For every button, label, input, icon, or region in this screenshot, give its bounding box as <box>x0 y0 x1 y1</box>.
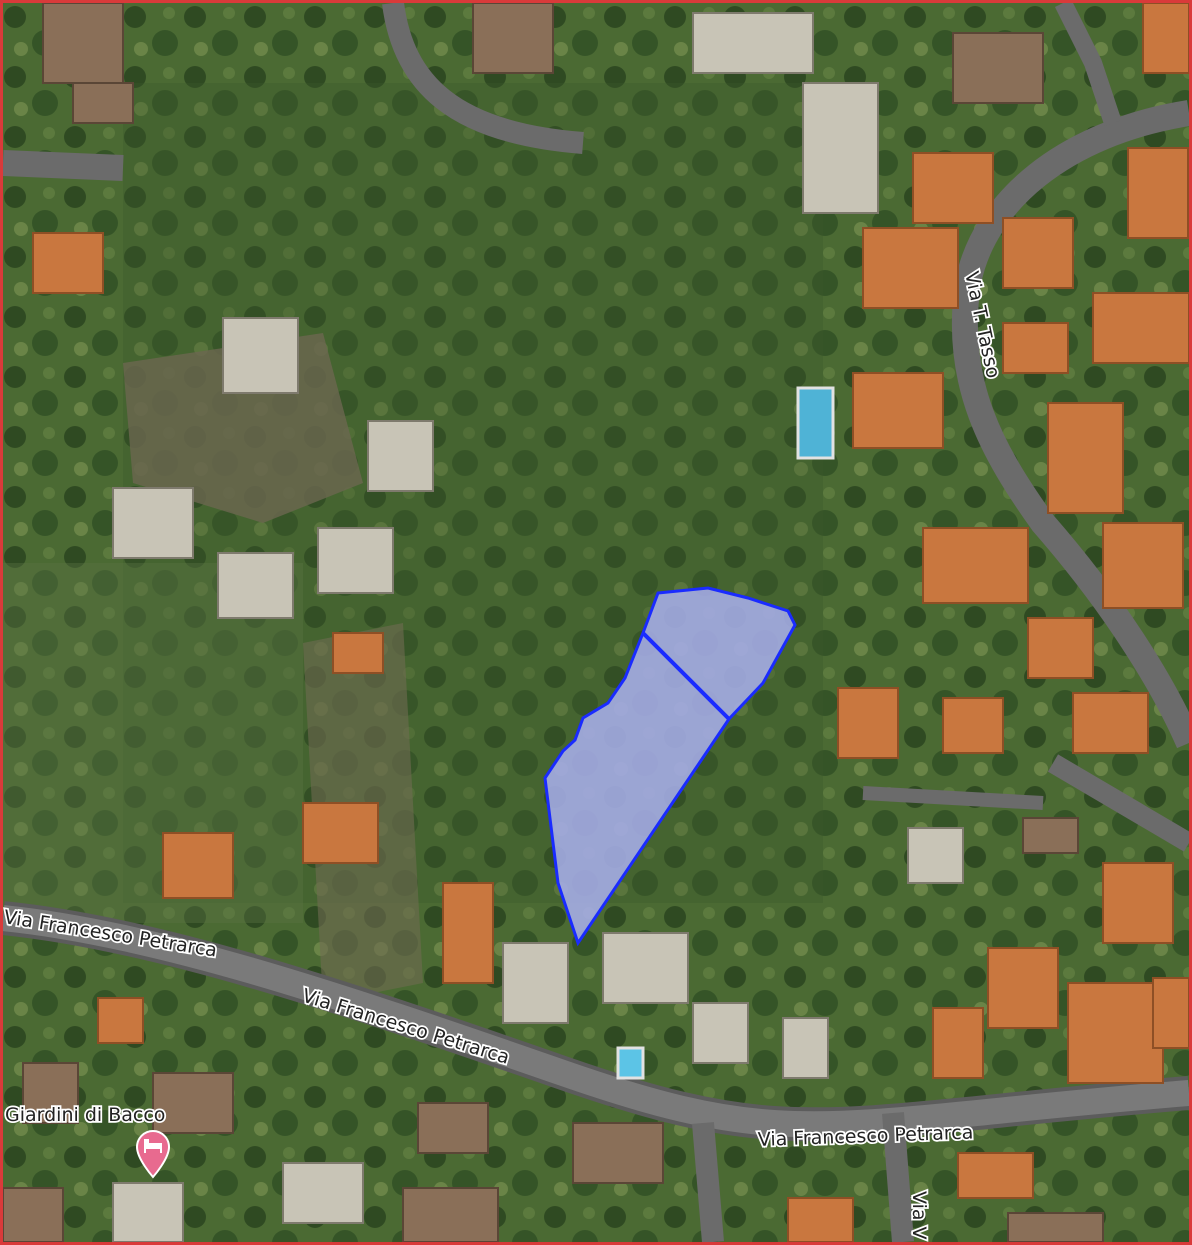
satellite-map[interactable]: Via Francesco Petrarca Via Francesco Pet… <box>3 3 1189 1242</box>
hotel-bed-icon[interactable] <box>135 1129 171 1179</box>
road-cul-de-sac <box>382 3 584 154</box>
road-via-v <box>882 1112 914 1242</box>
road-south <box>692 1122 724 1242</box>
buildings-terracotta <box>32 3 1189 1242</box>
road-tasso <box>951 100 1189 749</box>
road-petrarca-surface <box>3 905 1189 1138</box>
driveway <box>862 786 1044 810</box>
buildings-concrete <box>112 12 964 1242</box>
road-north <box>1054 3 1122 126</box>
parcel-polygon[interactable] <box>543 586 797 947</box>
poi-giardini-di-bacco[interactable]: Giardini di Bacco <box>3 1102 171 1179</box>
construction-clearing <box>123 333 363 523</box>
road-east-spur <box>1047 754 1189 852</box>
buildings-brown <box>3 3 1104 1242</box>
swimming-pool-small <box>616 1046 645 1080</box>
parcel-divider-line <box>641 631 731 721</box>
parcel-highlight[interactable] <box>543 586 797 947</box>
poi-label: Giardini di Bacco <box>5 1104 165 1126</box>
field-area <box>3 563 303 923</box>
swimming-pool <box>796 386 835 460</box>
road-northwest <box>3 150 124 181</box>
road-label-via-v: Via V <box>908 1191 930 1240</box>
